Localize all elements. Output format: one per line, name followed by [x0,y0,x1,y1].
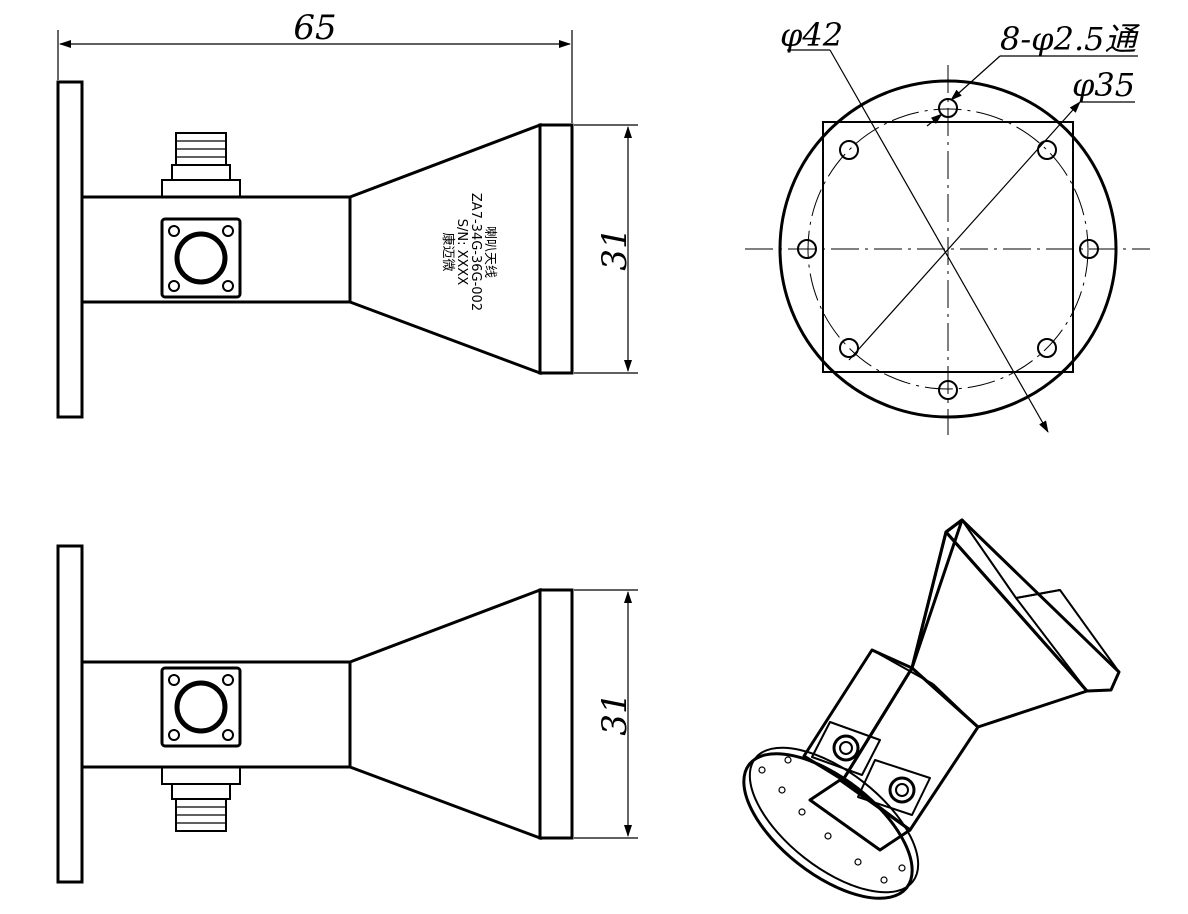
sma-connector-top [161,132,241,198]
horn-aperture-rim [538,123,574,375]
waveguide-body-bottom [80,660,352,769]
iso-port-1 [811,721,881,776]
waveguide-body [80,195,352,304]
square-port-bottom [160,666,242,748]
flange [56,80,84,419]
horn-inner [961,519,1120,673]
dia35-leader [848,101,1081,361]
front-view-flange: φ42 8-φ2.5通 φ35 [745,16,1150,435]
length-dimension-text: 65 [293,8,336,48]
iso-body-side [802,648,914,782]
horn-rim-right [944,518,1121,693]
iso-flange [742,752,914,900]
side-view-bottom: 31 [56,544,638,884]
iso-port-2 [857,759,931,816]
holes-leader [950,55,1001,101]
square-port-top [160,217,242,299]
mounting-holes [797,98,1099,400]
iso-flange-holes [758,756,906,884]
aperture-dimension-text-bottom: 31 [595,692,635,735]
dia42-text: φ42 [780,16,843,54]
engraving-label: 喇叭天线 ZA7-34G-36G-002 S/N: XXXX 康迈微 [440,193,497,311]
horn-taper-bottom [348,587,542,841]
label-name: 喇叭天线 [482,226,497,278]
horn-aperture-rim-bottom [538,588,574,840]
label-maker: 康迈微 [440,232,456,271]
dia42-leader [829,49,1049,433]
flange-bottom [56,544,84,884]
holes-text: 8-φ2.5通 [1000,20,1140,58]
label-model: ZA7-34G-36G-002 [468,193,483,311]
sma-connector-bottom [161,766,241,832]
label-serial: S/N: XXXX [454,219,469,286]
side-view-top: 喇叭天线 ZA7-34G-36G-002 S/N: XXXX 康迈微 65 31 [56,8,638,419]
aperture-dimension-text: 31 [595,227,635,270]
dia35-text: φ35 [1072,66,1135,104]
isometric-view [742,518,1121,900]
